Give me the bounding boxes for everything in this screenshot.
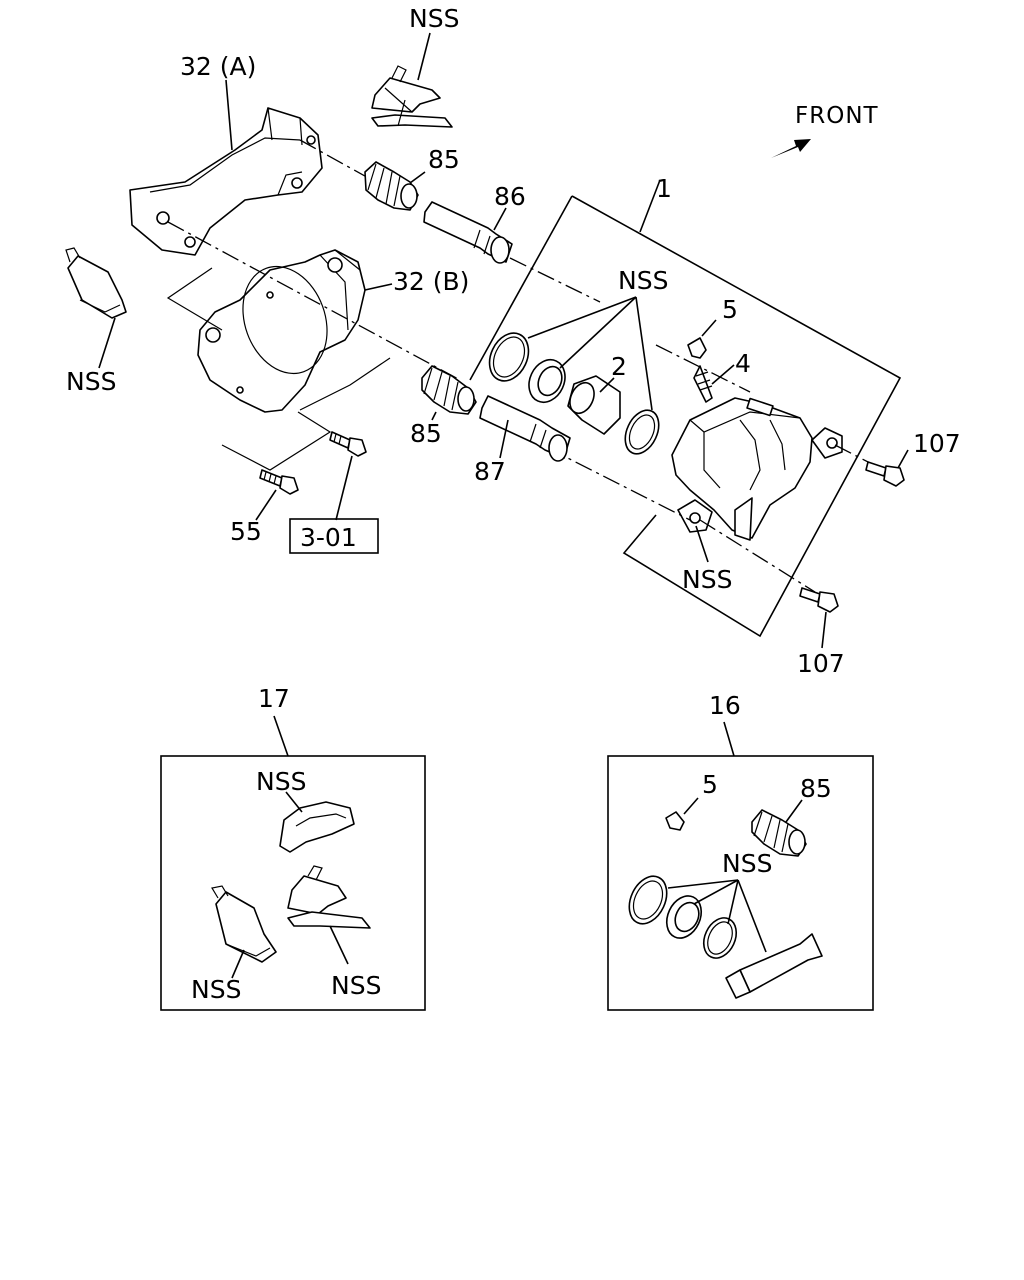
bolt-107-lower — [799, 587, 839, 613]
support-bracket-a — [129, 107, 323, 256]
kit-seal-ring — [628, 875, 668, 925]
label-nss-caliper: NSS — [682, 565, 732, 594]
kit-dust-seal — [665, 895, 703, 939]
label-pin-87: 87 — [474, 457, 506, 486]
caliper-body — [671, 397, 843, 541]
reference-box — [289, 518, 379, 554]
label-pin-86: 86 — [494, 182, 526, 211]
kit-boot-85 — [751, 809, 807, 857]
label-bolt-107-upper: 107 — [913, 429, 961, 458]
guide-pin-86 — [423, 201, 513, 264]
boot-85-lower — [421, 365, 477, 415]
grease-tube — [725, 933, 823, 999]
nss-clip-top — [371, 65, 453, 128]
bolt-107-upper — [865, 461, 905, 487]
front-label: FRONT — [795, 103, 879, 129]
kit-16-number: 16 — [709, 691, 741, 720]
label-boot-85-upper: 85 — [428, 145, 460, 174]
label-bolt-55: 55 — [230, 517, 262, 546]
kit-16-label-boot: 85 — [800, 774, 832, 803]
kit-16-box — [607, 755, 874, 1011]
bolt-55 — [259, 469, 299, 495]
label-bleeder-4: 4 — [735, 349, 751, 378]
front-arrow-icon — [771, 139, 811, 158]
kit-16-label-cap: 5 — [702, 770, 718, 799]
kit-17-label-clip-right: NSS — [331, 971, 381, 1000]
pad-clip-right — [287, 865, 371, 929]
bleeder-cap-5 — [687, 337, 707, 359]
label-piston-2: 2 — [611, 352, 627, 381]
kit-17-label-clip-left: NSS — [191, 975, 241, 1004]
label-nss-top: NSS — [409, 4, 459, 33]
bleeder-screw-4 — [693, 365, 713, 403]
assembly-frame — [571, 195, 902, 638]
label-boot-85-lower: 85 — [410, 419, 442, 448]
nss-clip-left — [65, 247, 127, 319]
kit-cap-5 — [665, 811, 685, 831]
label-bolt-107-lower: 107 — [797, 649, 845, 678]
boot-85-upper — [364, 161, 419, 211]
pad-clip-left — [211, 885, 277, 963]
label-nss-left: NSS — [66, 367, 116, 396]
brake-pad — [279, 801, 355, 853]
kit-17-label-pad: NSS — [256, 767, 306, 796]
label-cap-5: 5 — [722, 295, 738, 324]
label-nss-seals: NSS — [618, 266, 668, 295]
piston-seal-ring — [488, 332, 530, 382]
front-indicator: FRONT — [771, 103, 879, 158]
support-bracket-b — [197, 249, 366, 413]
kit-retaining-ring — [702, 917, 738, 959]
label-support-a: 32 (A) — [180, 52, 256, 81]
kit-17-box — [160, 755, 426, 1011]
label-support-b: 32 (B) — [393, 267, 469, 296]
kit-16-label-seals: NSS — [722, 849, 772, 878]
kit-17-number: 17 — [258, 684, 290, 713]
piston-2 — [567, 375, 621, 435]
label-ref-3-01: 3-01 — [300, 523, 357, 552]
guide-pin-87 — [479, 395, 571, 462]
retaining-ring — [624, 409, 660, 455]
dust-seal — [528, 359, 566, 403]
label-caliper-assy: 1 — [656, 174, 672, 203]
bolt-3-01 — [329, 431, 367, 457]
